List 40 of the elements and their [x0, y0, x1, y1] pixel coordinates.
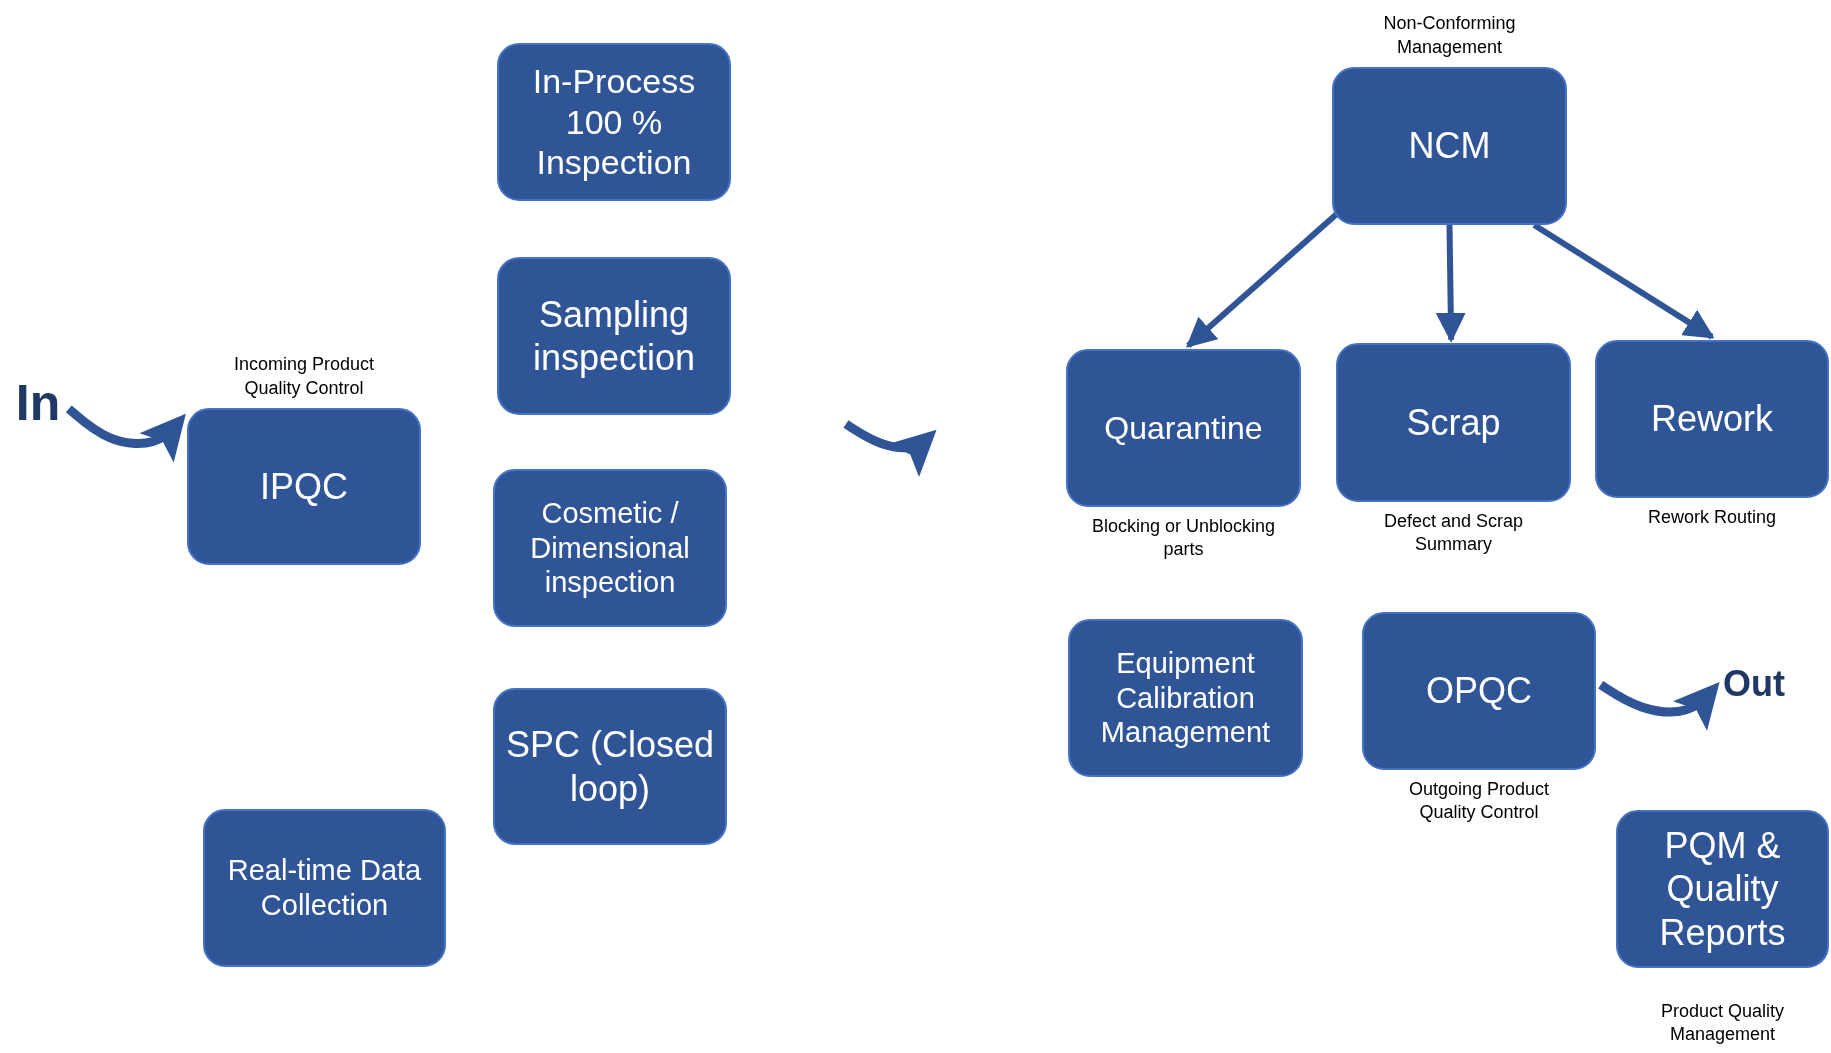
box-caption: Incoming Product Quality Control [232, 353, 376, 400]
box-caption: Outgoing Product Quality Control [1407, 778, 1551, 825]
process-box [1595, 340, 1829, 498]
box-caption: Blocking or Unblocking parts [1090, 515, 1277, 562]
process-box [203, 809, 446, 967]
arrow [65, 405, 186, 463]
process-box [1332, 67, 1567, 225]
process-box [1066, 349, 1301, 507]
box-label: SPC (Closed loop) [504, 723, 716, 810]
process-box [1362, 612, 1596, 770]
process-box [493, 469, 727, 627]
arrow [1598, 680, 1720, 731]
box-label: Cosmetic / Dimensional inspection [529, 495, 691, 601]
process-box [1616, 810, 1829, 968]
process-box [497, 43, 731, 201]
arrow [1435, 224, 1466, 343]
process-box [187, 408, 421, 565]
box-label: Rework [1651, 397, 1773, 441]
box-label: Sampling inspection [531, 292, 697, 380]
process-box [497, 257, 731, 415]
flow-label: In [15, 374, 61, 433]
box-label: In-Process 100 % Inspection [531, 60, 697, 184]
box-label: Scrap [1406, 400, 1501, 445]
arrow [1532, 222, 1715, 340]
box-label: Equipment Calibration Management [1099, 645, 1272, 751]
box-label: Quarantine [1104, 408, 1263, 448]
box-label: IPQC [260, 464, 348, 509]
box-label: NCM [1408, 124, 1491, 168]
arrow [1185, 211, 1339, 349]
box-label: Real-time Data Collection [226, 853, 423, 923]
box-caption: Product Quality Management [1659, 1000, 1786, 1047]
box-caption: Non-Conforming Management [1382, 12, 1517, 59]
box-caption: Rework Routing [1646, 506, 1778, 529]
process-box [1336, 343, 1571, 502]
process-box [1068, 619, 1303, 777]
box-label: PQM & Quality Reports [1658, 824, 1787, 954]
box-caption: Defect and Scrap Summary [1382, 510, 1525, 557]
box-label: OPQC [1426, 669, 1532, 713]
process-box [493, 688, 727, 845]
flow-label: Out [1723, 662, 1785, 706]
